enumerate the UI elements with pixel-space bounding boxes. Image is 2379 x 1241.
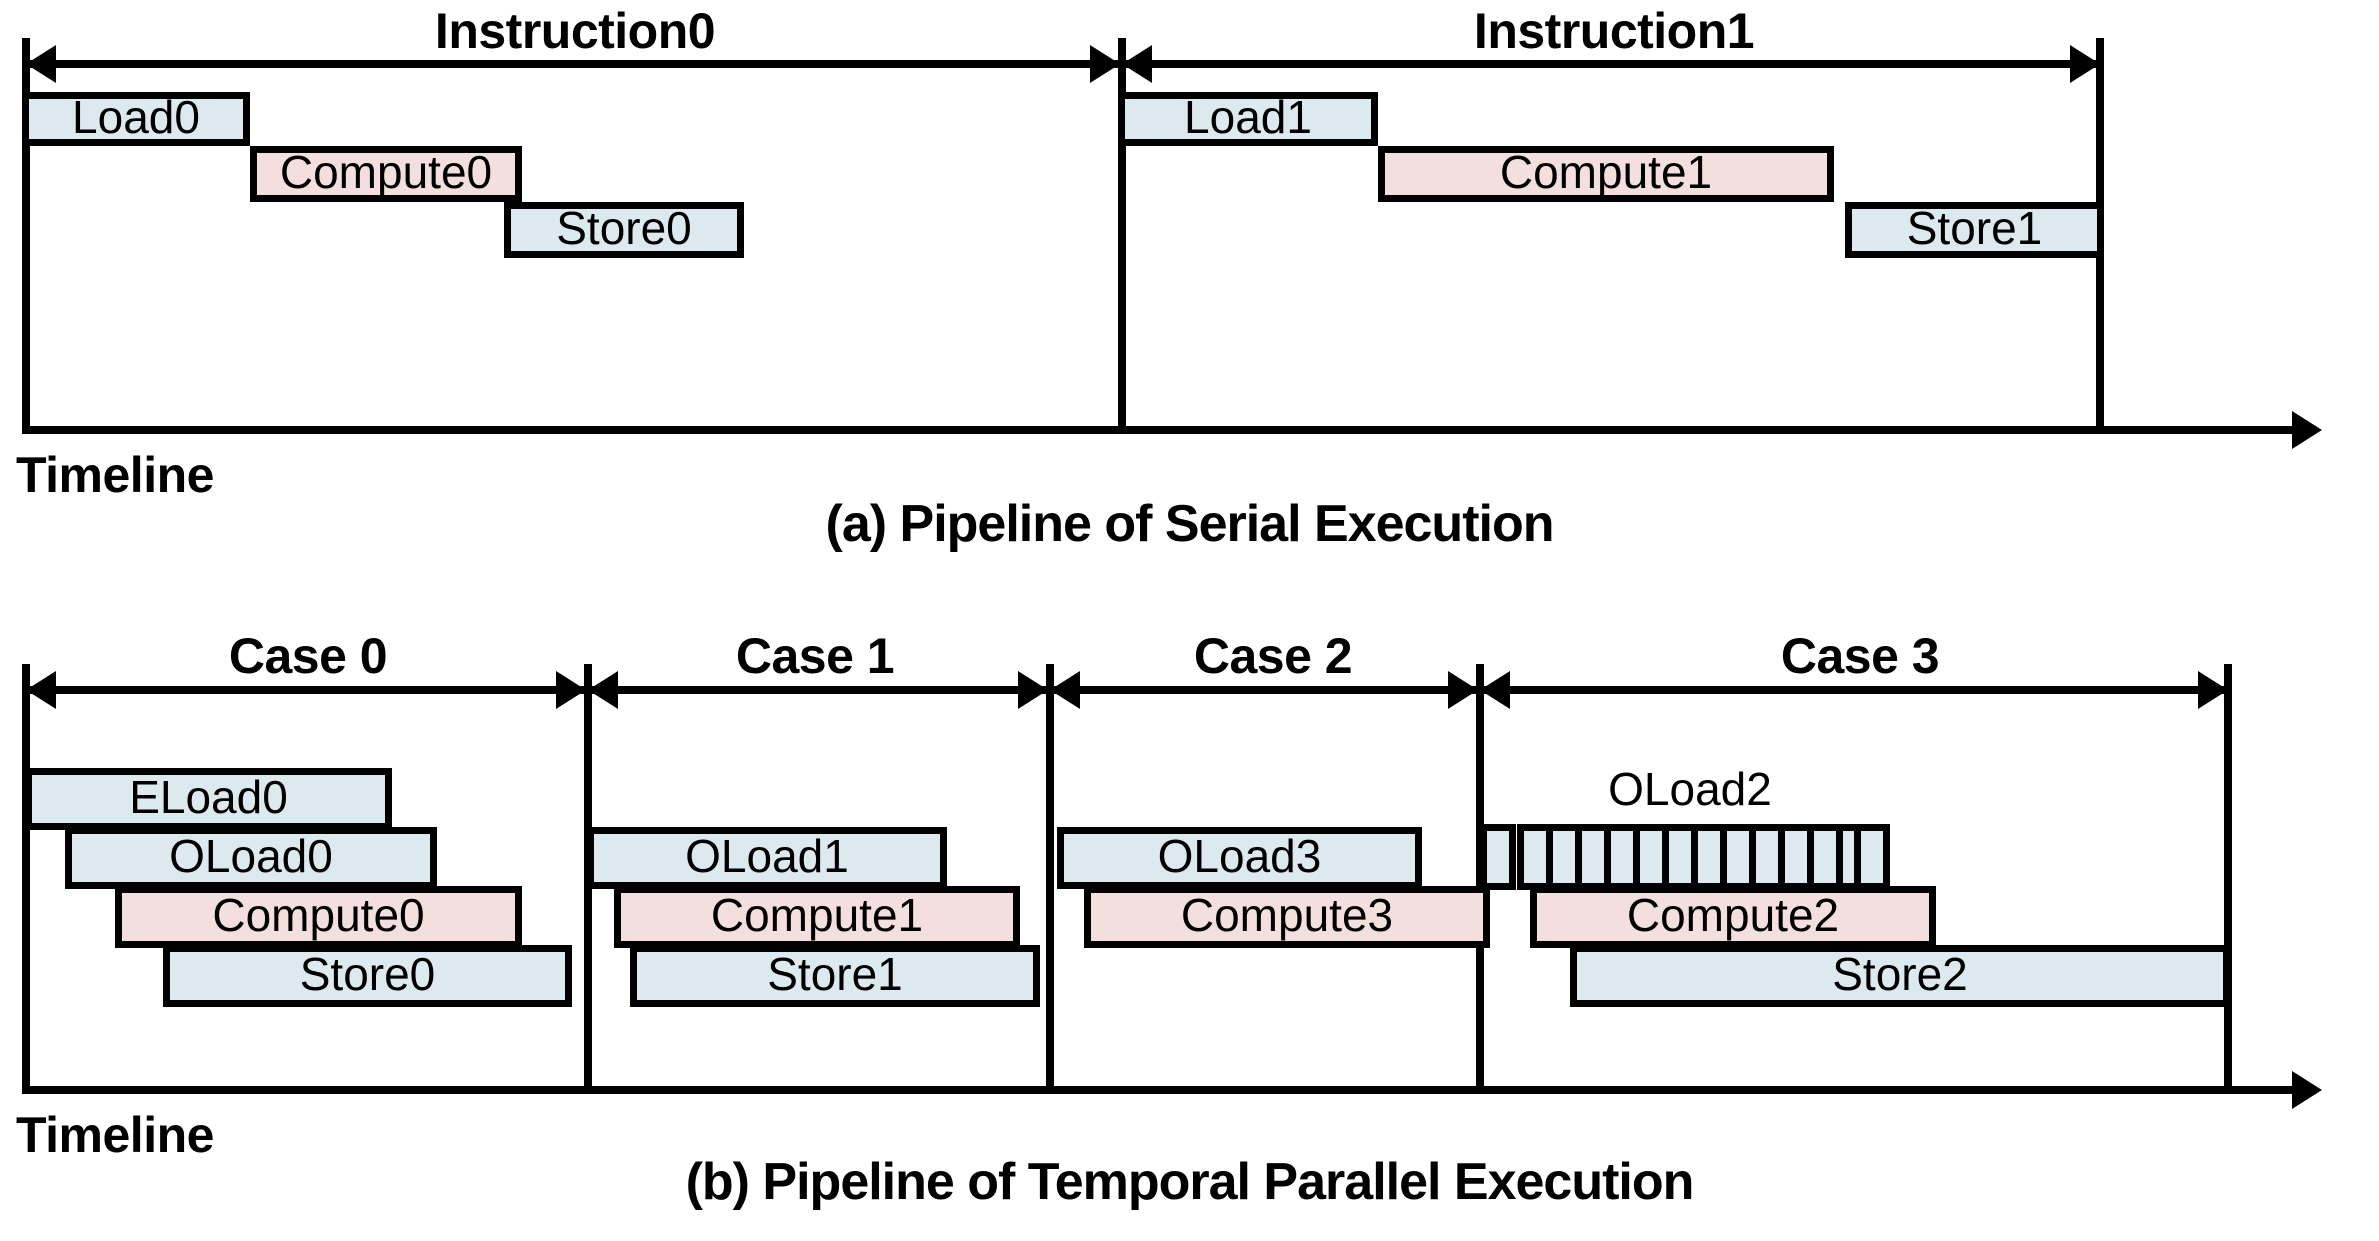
group-label-case2: Case 2 bbox=[1193, 628, 1353, 684]
task-box-oload2-striped bbox=[1480, 824, 1890, 890]
task-box-store1: Store1 bbox=[1845, 202, 2104, 258]
task-box-compute1-b: Compute1 bbox=[614, 886, 1020, 948]
group-label-case0: Case 0 bbox=[228, 628, 388, 684]
task-box-eload0: ELoad0 bbox=[25, 768, 392, 830]
oload2-segment bbox=[1480, 824, 1516, 890]
timeline-axis-b bbox=[22, 1071, 2322, 1109]
panel-b-caption: (b) Pipeline of Temporal Parallel Execut… bbox=[685, 1153, 1695, 1211]
group-label-case3: Case 3 bbox=[1780, 628, 1940, 684]
task-box-oload3: OLoad3 bbox=[1057, 827, 1422, 889]
task-box-load0: Load0 bbox=[22, 92, 250, 146]
case3-right-boundary bbox=[2224, 664, 2232, 1094]
task-label-oload2: OLoad2 bbox=[1608, 763, 1772, 815]
task-box-store1-b: Store1 bbox=[630, 945, 1040, 1007]
task-box-compute0-b: Compute0 bbox=[115, 886, 522, 948]
task-box-store0-b: Store0 bbox=[163, 945, 572, 1007]
task-box-compute1: Compute1 bbox=[1378, 146, 1834, 202]
timeline-axis-a bbox=[22, 411, 2322, 449]
task-box-oload0: OLoad0 bbox=[65, 827, 437, 889]
panel-a-caption: (a) Pipeline of Serial Execution bbox=[825, 495, 1555, 553]
task-box-store0: Store0 bbox=[504, 202, 744, 258]
task-box-store2: Store2 bbox=[1570, 945, 2230, 1007]
task-box-compute0: Compute0 bbox=[250, 146, 522, 202]
task-box-oload1: OLoad1 bbox=[587, 827, 947, 889]
group-label-case1: Case 1 bbox=[735, 628, 895, 684]
oload2-segment bbox=[1854, 824, 1890, 890]
group-label-instruction0: Instruction0 bbox=[434, 3, 716, 59]
timeline-label-a: Timeline bbox=[16, 447, 214, 503]
timeline-label-b: Timeline bbox=[16, 1107, 214, 1163]
task-box-compute3: Compute3 bbox=[1084, 886, 1490, 948]
task-box-load1: Load1 bbox=[1118, 92, 1378, 146]
group-label-instruction1: Instruction1 bbox=[1473, 3, 1755, 59]
task-box-compute2: Compute2 bbox=[1530, 886, 1936, 948]
